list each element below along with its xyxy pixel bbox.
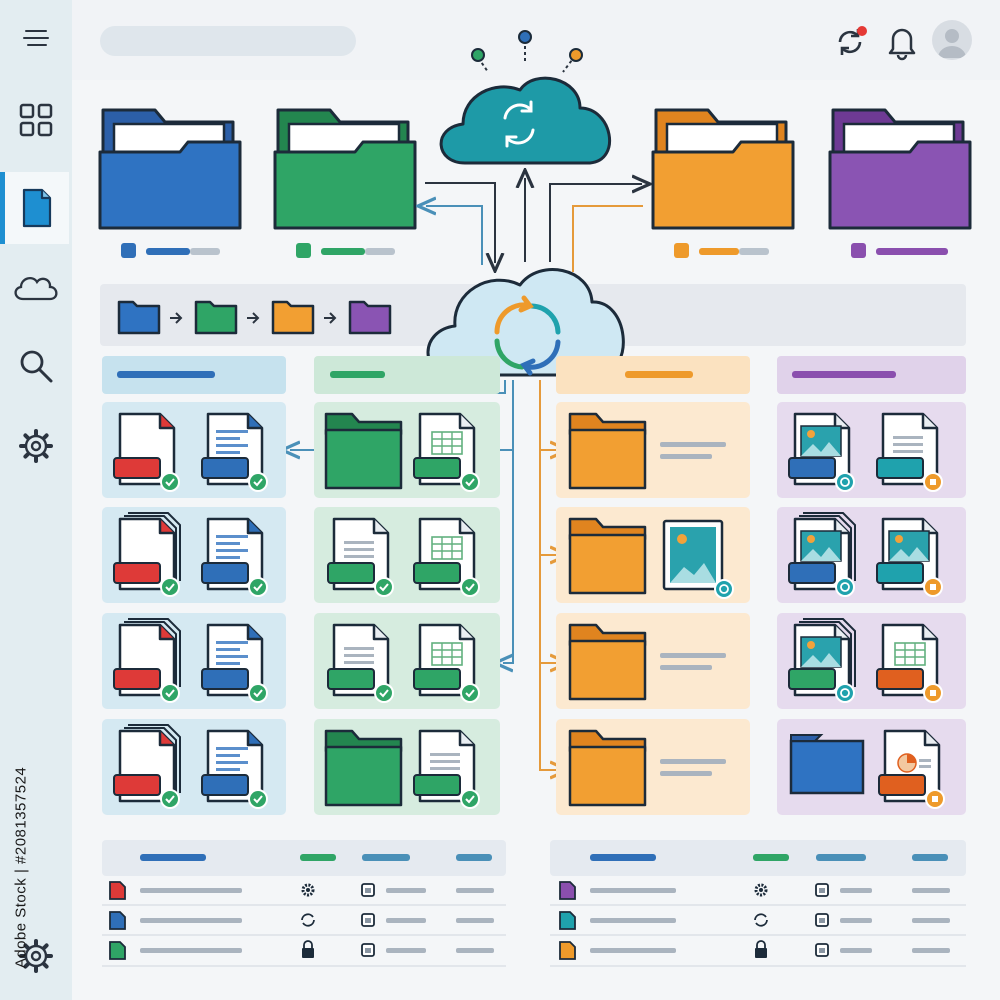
file-card-blue-4[interactable] — [113, 724, 268, 809]
notifications-button[interactable] — [882, 22, 922, 62]
file-card-green-2[interactable] — [327, 517, 480, 597]
file-cards[interactable] — [113, 412, 945, 809]
user-avatar[interactable] — [932, 20, 972, 60]
top-arrows — [425, 178, 643, 272]
cloud-icon — [14, 276, 58, 301]
gear-icon — [19, 429, 53, 463]
search-input[interactable] — [100, 26, 356, 56]
file-card-purple-3[interactable] — [788, 618, 943, 703]
top-cloud[interactable] — [439, 30, 611, 165]
table-rows[interactable] — [109, 881, 950, 960]
menu-icon — [23, 30, 49, 46]
file-card-blue-3[interactable] — [113, 618, 268, 703]
folder-purple[interactable] — [828, 108, 972, 230]
file-card-purple-2[interactable] — [788, 512, 943, 597]
folder-blue[interactable] — [98, 108, 242, 230]
search-icon — [20, 350, 53, 383]
menu-button[interactable] — [8, 10, 64, 66]
file-card-purple-4[interactable] — [789, 729, 945, 809]
folder-orange[interactable] — [651, 108, 795, 230]
file-card-green-4[interactable] — [324, 729, 480, 809]
table-row[interactable] — [109, 911, 494, 930]
table-row[interactable] — [109, 881, 494, 900]
file-card-purple-1[interactable] — [788, 412, 943, 492]
table-row[interactable] — [109, 940, 494, 960]
folder-green[interactable] — [273, 108, 417, 230]
file-card-orange-1[interactable] — [568, 412, 726, 490]
center-cloud[interactable] — [426, 268, 625, 377]
settings-gear-icon — [19, 939, 53, 973]
sync-icon-top — [503, 100, 535, 148]
file-card-green-3[interactable] — [327, 623, 480, 703]
dashboard-button[interactable] — [8, 92, 64, 148]
file-card-green-1[interactable] — [324, 412, 480, 492]
table-row[interactable] — [559, 881, 950, 900]
table-row[interactable] — [559, 940, 950, 960]
column-headers — [102, 356, 966, 394]
folder-labels — [121, 243, 948, 258]
file-card-orange-4[interactable] — [568, 729, 726, 807]
file-card-blue-2[interactable] — [113, 512, 268, 597]
sync-icon — [838, 26, 867, 55]
bottom-settings-button[interactable] — [8, 928, 64, 984]
files-button[interactable] — [0, 172, 69, 244]
bottom-table-right — [550, 840, 966, 967]
file-card-blue-1[interactable] — [113, 412, 268, 492]
file-card-orange-2[interactable] — [568, 517, 734, 599]
sync-button[interactable] — [830, 22, 870, 62]
file-card-orange-3[interactable] — [568, 623, 726, 701]
user-avatar-icon — [938, 29, 966, 58]
sync-icon-center — [494, 295, 561, 376]
search-button[interactable] — [8, 338, 64, 394]
bell-icon — [888, 28, 916, 61]
flow-strip-folders — [117, 300, 392, 335]
notification-dot — [857, 26, 867, 36]
table-row[interactable] — [559, 911, 950, 930]
cloud-button[interactable] — [8, 258, 64, 314]
bottom-table-left — [102, 840, 506, 967]
file-icon — [22, 188, 52, 228]
grid-icon — [19, 103, 53, 137]
settings-button[interactable] — [8, 418, 64, 474]
sidebar — [0, 0, 72, 1000]
